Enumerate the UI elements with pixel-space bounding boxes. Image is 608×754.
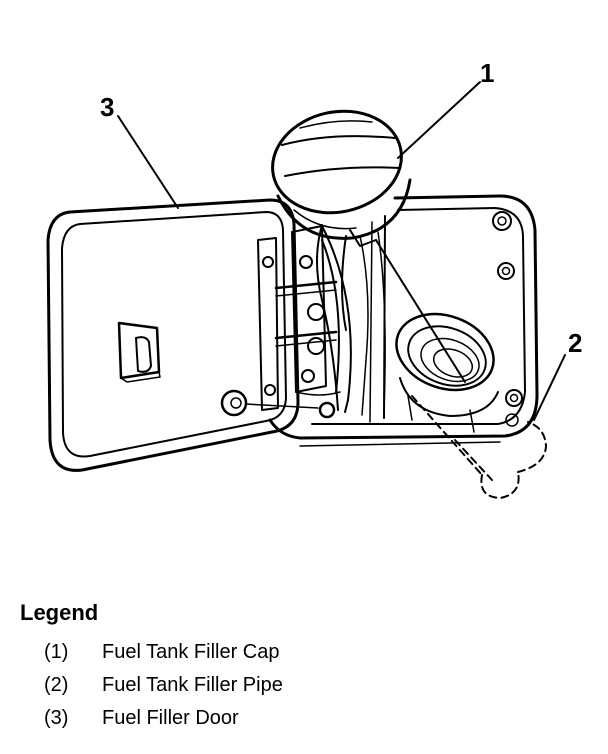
callout-door: 3: [100, 92, 114, 122]
leader-lines: [117, 81, 566, 421]
legend-item-number: (3): [44, 707, 69, 729]
legend: Legend (1) Fuel Tank Filler Cap (2) Fuel T…: [20, 600, 590, 735]
legend-item-pipe: (2) Fuel Tank Filler Pipe: [20, 669, 590, 702]
filler-housing: [268, 194, 539, 447]
legend-item-label: Fuel Tank Filler Cap: [102, 641, 280, 663]
filler-pipe-dashed: [411, 395, 547, 499]
door-hinge: [257, 225, 352, 413]
legend-item-number: (1): [44, 641, 69, 663]
legend-item-door: (3) Fuel Filler Door: [20, 702, 590, 735]
legend-item-cap: (1) Fuel Tank Filler Cap: [20, 636, 590, 669]
legend-title: Legend: [20, 600, 99, 625]
fuel-filler-diagram: 1 2 3: [46, 58, 582, 499]
legend-item-number: (2): [44, 674, 69, 696]
legend-item-label: Fuel Tank Filler Pipe: [102, 674, 283, 696]
callout-cap: 1: [480, 58, 494, 88]
fuel-filler-door: [46, 198, 300, 472]
fuel-cap: [271, 109, 412, 416]
callout-pipe: 2: [568, 328, 582, 358]
legend-item-label: Fuel Filler Door: [102, 707, 239, 729]
filler-pipe-opening: [395, 312, 499, 433]
door-bumper: [220, 389, 336, 419]
